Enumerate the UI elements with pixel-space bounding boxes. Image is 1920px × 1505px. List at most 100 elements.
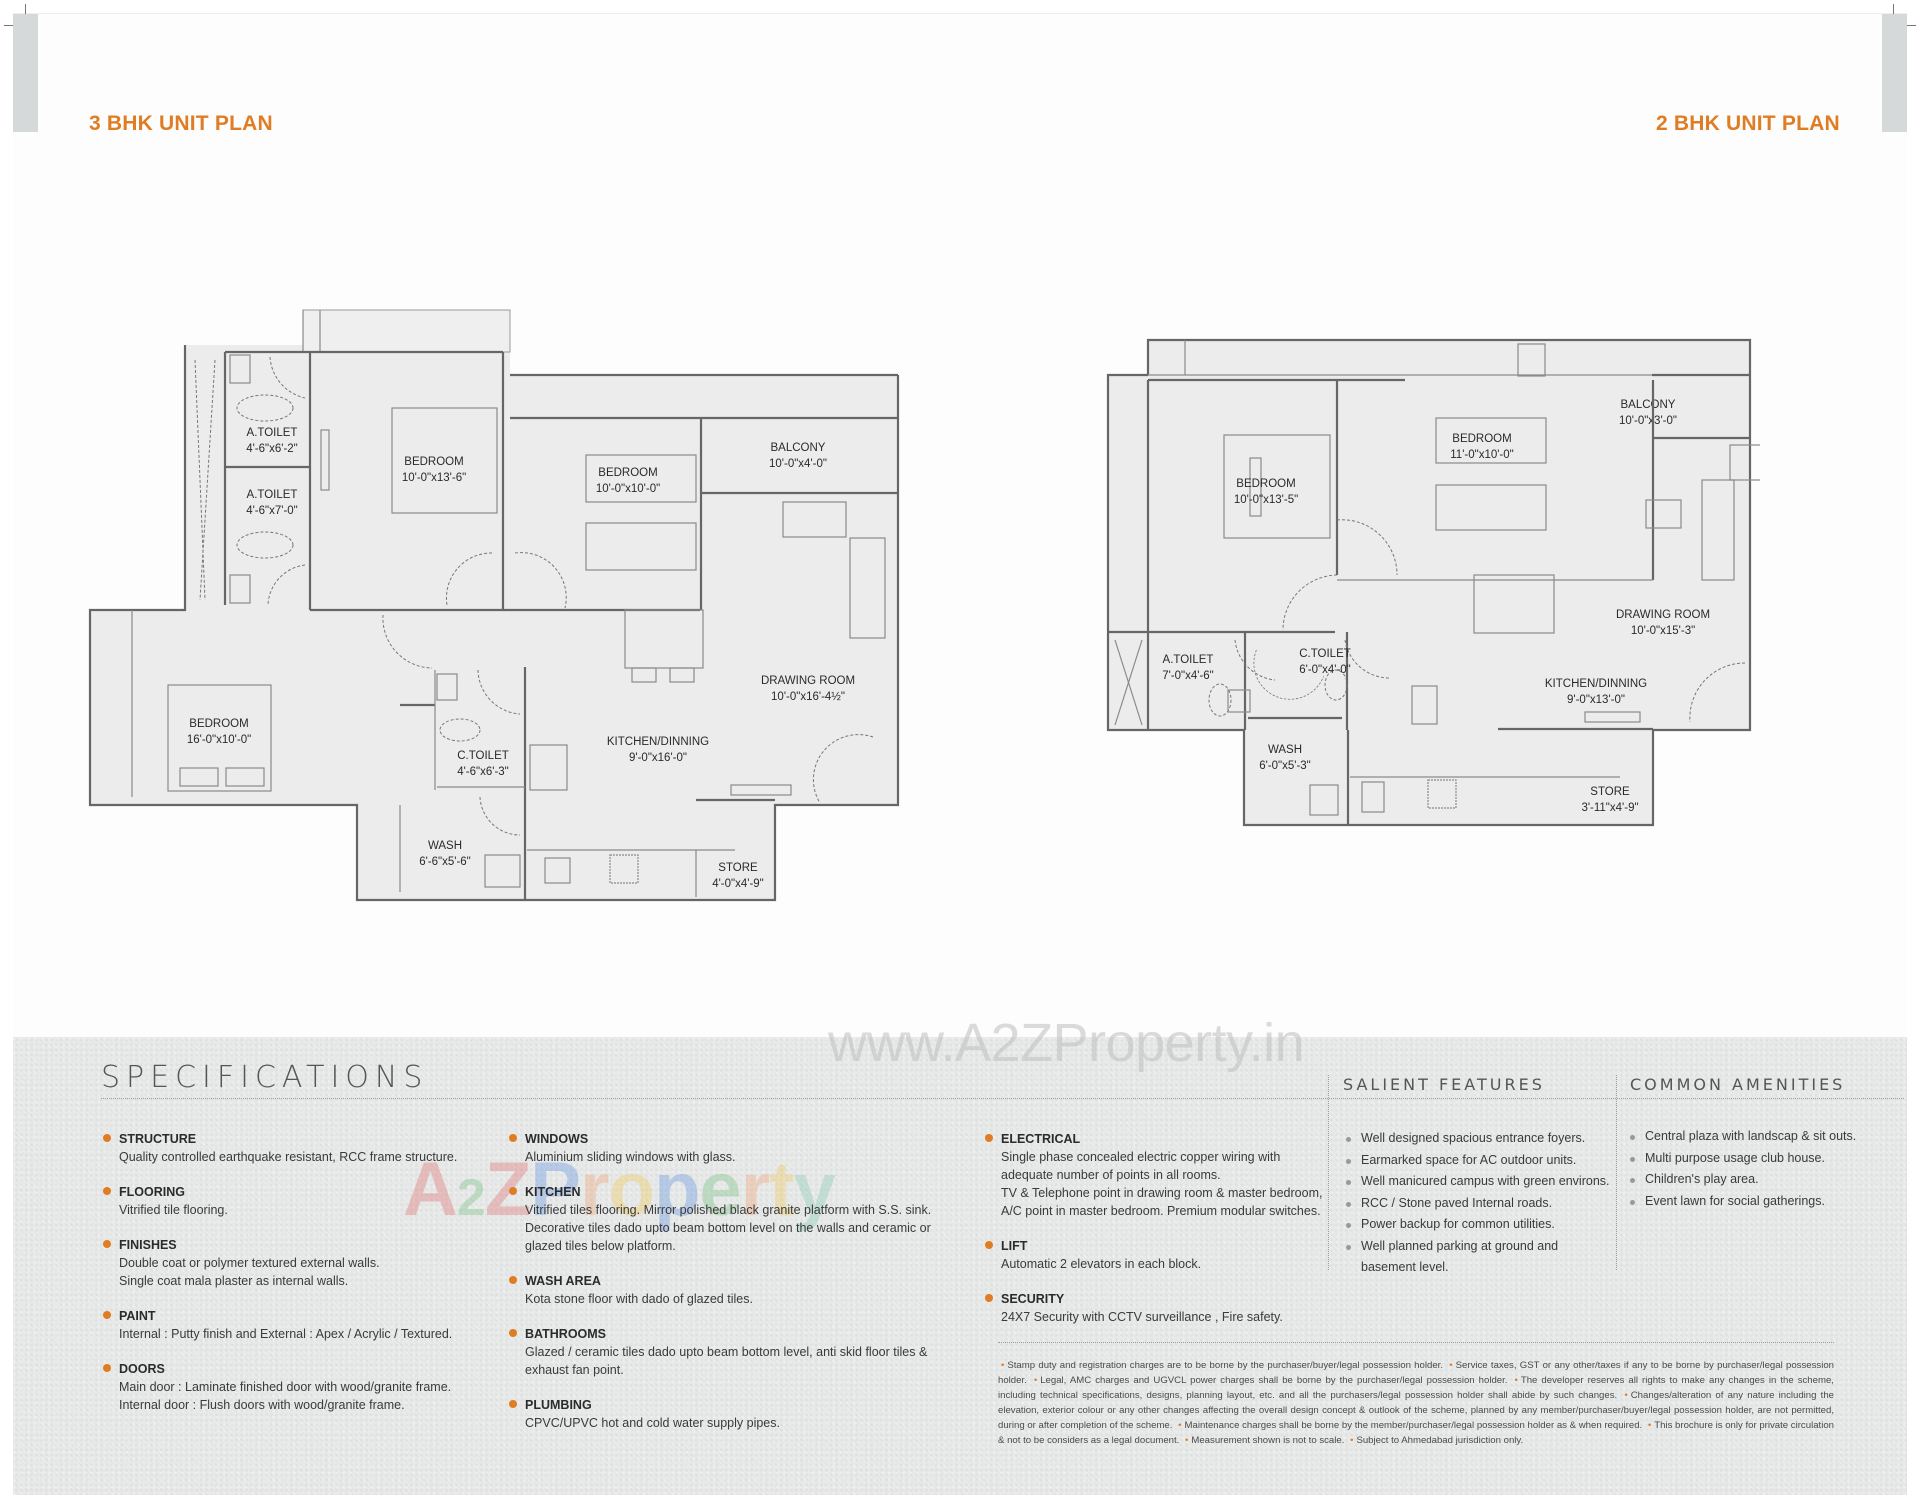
room-name: BEDROOM: [598, 467, 657, 479]
column-divider: [1616, 1075, 1617, 1270]
list-item: Power backup for common utilities.: [1344, 1214, 1610, 1236]
list-item: Event lawn for social gatherings.: [1628, 1191, 1856, 1213]
spec-item-plumbing: PLUMBING CPVC/UPVC hot and cold water su…: [509, 1396, 931, 1432]
spec-item-wash-area: WASH AREA Kota stone floor with dado of …: [509, 1272, 931, 1308]
bullet-icon: •: [1647, 1420, 1652, 1431]
bullet-icon: •: [1001, 1360, 1005, 1371]
room-size: 4'-6"x6'-2": [246, 443, 298, 455]
room-name: C.TOILET: [457, 750, 509, 762]
bullet-icon: •: [1185, 1435, 1189, 1446]
room-size: 4'-0"x4'-9": [712, 878, 764, 890]
logo-letter: y: [793, 1147, 836, 1232]
bullet-icon: •: [1033, 1375, 1038, 1386]
room-name: WASH: [428, 840, 462, 852]
salient-features-heading: SALIENT FEATURES: [1343, 1075, 1545, 1094]
room-size: 6'-0"x4'-0": [1299, 664, 1351, 676]
specifications-panel: [13, 1037, 1907, 1495]
room-name: KITCHEN/DINNING: [607, 736, 709, 748]
list-item: Well planned parking at ground and: [1344, 1236, 1610, 1258]
logo-letter: 2: [456, 1169, 486, 1227]
list-item: Well designed spacious entrance foyers.: [1344, 1128, 1610, 1150]
room-size: 6'-6"x5'-6": [419, 856, 471, 868]
crop-mark: [1906, 25, 1916, 26]
bullet-icon: •: [1624, 1390, 1628, 1401]
room-size: 11'-0"x10'-0": [1450, 449, 1514, 461]
watermark-url: www.A2ZProperty.in: [828, 1013, 1305, 1073]
room-name: BEDROOM: [1452, 433, 1511, 445]
2bhk-plan-title: 2 BHK UNIT PLAN: [1656, 112, 1840, 135]
room-name: WASH: [1268, 744, 1302, 756]
logo-letter: o: [608, 1147, 655, 1232]
room-size: 9'-0"x16'-0": [629, 752, 687, 764]
disclaimer-divider: [998, 1342, 1834, 1343]
logo-letter: t: [769, 1147, 794, 1232]
room-name: A.TOILET: [1163, 654, 1214, 666]
spec-item-electrical: ELECTRICAL Single phase concealed electr…: [985, 1130, 1322, 1220]
room-size: 9'-0"x13'-0": [1567, 694, 1625, 706]
list-item: Multi purpose usage club house.: [1628, 1148, 1856, 1170]
bullet-icon: •: [1514, 1375, 1518, 1386]
room-size: 4'-6"x6'-3": [457, 766, 509, 778]
room-size: 10'-0"x13'-5": [1234, 494, 1298, 506]
room-name: A.TOILET: [247, 489, 298, 501]
crop-mark: [4, 25, 14, 26]
spec-column-3: ELECTRICAL Single phase concealed electr…: [985, 1130, 1322, 1343]
room-name: A.TOILET: [247, 427, 298, 439]
bullet-icon: •: [1178, 1420, 1182, 1431]
legal-disclaimer: •Stamp duty and registration charges are…: [998, 1360, 1835, 1446]
room-name: BALCONY: [1621, 399, 1676, 411]
salient-features-list: Well designed spacious entrance foyers. …: [1344, 1128, 1610, 1279]
list-item: basement level.: [1361, 1260, 1449, 1274]
logo-letter: P: [530, 1147, 581, 1232]
specifications-heading: SPECIFICATIONS: [101, 1060, 429, 1095]
3bhk-floor-plan: A.TOILET 4'-6"x6'-2" A.TOILET 4'-6"x7'-0…: [88, 309, 900, 902]
room-name: BEDROOM: [1236, 478, 1295, 490]
2bhk-floor-plan: BALCONY 10'-0"x3'-0" BEDROOM 10'-0"x13'-…: [1106, 338, 1760, 827]
spec-item-security: SECURITY 24X7 Security with CCTV surveil…: [985, 1290, 1322, 1326]
list-item: Earmarked space for AC outdoor units.: [1344, 1150, 1610, 1172]
list-item: Well manicured campus with green environ…: [1344, 1171, 1610, 1193]
room-size: 7'-0"x4'-6": [1162, 670, 1214, 682]
logo-letter: r: [579, 1147, 610, 1232]
room-name: STORE: [718, 862, 758, 874]
spec-column-2: WINDOWS Aluminium sliding windows with g…: [509, 1130, 931, 1449]
spec-item-finishes: FINISHES Double coat or polymer textured…: [103, 1236, 457, 1290]
logo-letter: e: [699, 1147, 741, 1232]
crop-mark: [25, 4, 26, 14]
spec-item-windows: WINDOWS Aluminium sliding windows with g…: [509, 1130, 931, 1166]
room-size: 16'-0"x10'-0": [187, 734, 251, 746]
logo-letter: r: [740, 1147, 771, 1232]
3bhk-plan-title: 3 BHK UNIT PLAN: [89, 112, 273, 135]
spec-item-kitchen: KITCHEN Vitrified tiles flooring. Mirror…: [509, 1183, 931, 1255]
list-item: Central plaza with landscap & sit outs.: [1628, 1126, 1856, 1148]
spec-item-bathrooms: BATHROOMS Glazed / ceramic tiles dado up…: [509, 1325, 931, 1379]
room-size: 6'-0"x5'-3": [1259, 760, 1311, 772]
room-name: C.TOILET: [1299, 648, 1351, 660]
spec-column-1: STRUCTURE Quality controlled earthquake …: [103, 1130, 457, 1431]
room-size: 10'-0"x3'-0": [1619, 415, 1677, 427]
watermark-logo: A2ZProperty: [403, 1152, 836, 1228]
room-size: 10'-0"x10'-0": [596, 483, 660, 495]
spec-item-paint: PAINT Internal : Putty finish and Extern…: [103, 1307, 457, 1343]
common-amenities-list: Central plaza with landscap & sit outs. …: [1628, 1126, 1856, 1212]
room-name: KITCHEN/DINNING: [1545, 678, 1647, 690]
room-size: 3'-11"x4'-9": [1581, 802, 1638, 814]
logo-letter: p: [653, 1147, 700, 1232]
room-name: DRAWING ROOM: [1616, 609, 1710, 621]
spec-item-doors: DOORS Main door : Laminate finished door…: [103, 1360, 457, 1414]
logo-letter: A: [403, 1147, 458, 1232]
logo-letter: Z: [484, 1147, 531, 1232]
room-size: 10'-0"x4'-0": [769, 458, 827, 470]
room-name: BEDROOM: [404, 456, 463, 468]
room-size: 10'-0"x16'-4½": [771, 691, 845, 703]
room-size: 10'-0"x13'-6": [402, 472, 466, 484]
room-size: 4'-6"x7'-0": [246, 505, 298, 517]
heading-divider: [101, 1098, 1904, 1099]
bullet-icon: •: [1449, 1360, 1453, 1371]
room-name: STORE: [1590, 786, 1630, 798]
list-item: RCC / Stone paved Internal roads.: [1344, 1193, 1610, 1215]
spec-item-flooring: FLOORING Vitrified tile flooring.: [103, 1183, 457, 1219]
room-name: BEDROOM: [189, 718, 248, 730]
crop-mark: [1893, 4, 1894, 14]
room-name: BALCONY: [771, 442, 826, 454]
